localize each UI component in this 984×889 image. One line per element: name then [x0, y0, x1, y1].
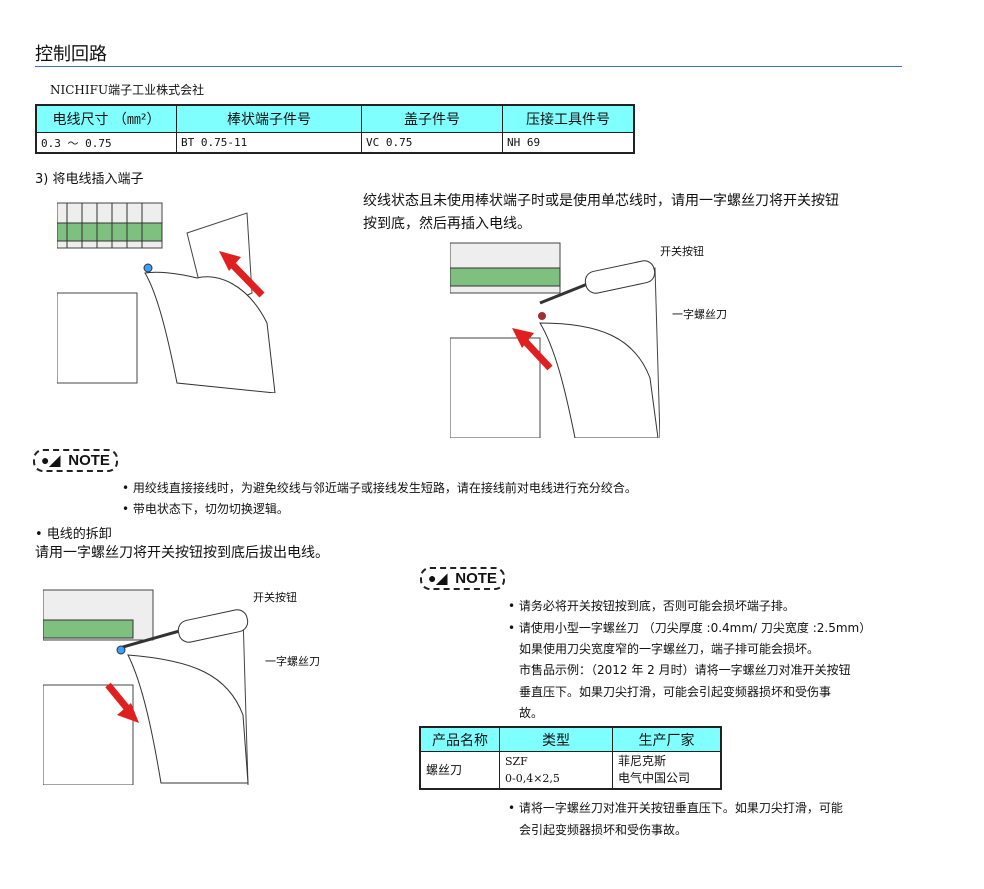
- cell: VC 0.75: [361, 132, 503, 154]
- screwdriver-press-illustration: [450, 242, 660, 438]
- col-header: 类型: [499, 726, 613, 752]
- note-bullet: • 带电状态下，切勿切换逻辑。: [122, 502, 289, 516]
- note-bullet: • 用绞线直接接线时，为避免绞线与邻近端子或接线发生短路，请在接线前对电线进行充…: [122, 481, 637, 495]
- table-row: 螺丝刀 SZF 0-0,4×2,5 菲尼克斯 电气中国公司: [419, 751, 722, 790]
- cell: SZF 0-0,4×2,5: [499, 751, 613, 790]
- wire-removal-illustration: [43, 589, 249, 785]
- type-line: 0-0,4×2,5: [505, 772, 560, 785]
- manufacturer-label: NICHIFU端子工业株式会社: [50, 83, 205, 97]
- maker-line: 菲尼克斯: [618, 754, 667, 768]
- note-line: 市售品示例：（2012 年 2 月时）请将一字螺丝刀对准开关按钮: [519, 663, 851, 677]
- col-header: 棒状端子件号: [176, 104, 362, 133]
- type-line: SZF: [505, 755, 528, 768]
- note-label: NOTE: [68, 452, 110, 469]
- cell: 0.3 ～ 0.75: [35, 132, 177, 154]
- cell: BT 0.75-11: [176, 132, 362, 154]
- removal-description: 请用一字螺丝刀将开关按钮按到底后拔出电线。: [35, 545, 329, 561]
- note-icon: ●◢: [41, 452, 61, 468]
- section-title: 控制回路: [35, 44, 107, 65]
- screwdriver-label: 一字螺丝刀: [265, 655, 320, 668]
- screwdriver-table: 产品名称 类型 生产厂家 螺丝刀 SZF 0-0,4×2,5 菲尼克斯 电气中国…: [419, 726, 722, 790]
- note-bullet: • 请务必将开关按钮按到底，否则可能会损坏端子排。: [508, 599, 795, 613]
- col-header: 盖子件号: [361, 104, 503, 133]
- note-icon: ●◢: [428, 570, 448, 586]
- ferrule-table: 电线尺寸 （㎜²） 棒状端子件号 盖子件号 压接工具件号 0.3 ～ 0.75 …: [35, 104, 635, 154]
- note-bullet: • 请使用小型一字螺丝刀 （刀尖厚度 :0.4mm/ 刀尖宽度 :2.5mm）: [508, 621, 872, 635]
- removal-heading: • 电线的拆卸: [35, 527, 112, 542]
- maker-line: 电气中国公司: [618, 771, 691, 785]
- cell: 螺丝刀: [419, 751, 500, 790]
- table-row: 0.3 ～ 0.75 BT 0.75-11 VC 0.75 NH 69: [35, 132, 635, 154]
- col-header: 生产厂家: [612, 726, 722, 752]
- col-header: 产品名称: [419, 726, 500, 752]
- step-description-line: 绞线状态且未使用棒状端子时或是使用单芯线时，请用一字螺丝刀将开关按钮: [363, 193, 839, 209]
- step-description-line: 按到底，然后再插入电线。: [363, 216, 531, 232]
- note-bullet: • 请将一字螺丝刀对准开关按钮垂直压下。如果刀尖打滑，可能: [508, 801, 843, 815]
- title-rule: [35, 66, 902, 67]
- note-line: 如果使用刀尖宽度窄的一字螺丝刀，端子排可能会损坏。: [519, 642, 820, 656]
- switch-button-label: 开关按钮: [660, 245, 704, 258]
- cell: 菲尼克斯 电气中国公司: [612, 751, 722, 790]
- note-badge: ●◢ NOTE: [420, 567, 505, 590]
- note-label: NOTE: [455, 570, 497, 587]
- step-heading: 3) 将电线插入端子: [35, 172, 144, 187]
- cell: NH 69: [502, 132, 635, 154]
- col-header: 电线尺寸 （㎜²）: [35, 104, 177, 133]
- note-badge: ●◢ NOTE: [33, 449, 118, 472]
- note-line: 垂直压下。如果刀尖打滑，可能会引起变频器损坏和受伤事: [519, 685, 832, 699]
- note-line: 会引起变频器损坏和受伤事故。: [519, 823, 688, 837]
- switch-button-label: 开关按钮: [253, 591, 297, 604]
- col-header: 压接工具件号: [502, 104, 635, 133]
- wire-insert-illustration: [57, 193, 277, 393]
- screwdriver-label: 一字螺丝刀: [672, 308, 727, 321]
- note-line: 故。: [519, 706, 544, 720]
